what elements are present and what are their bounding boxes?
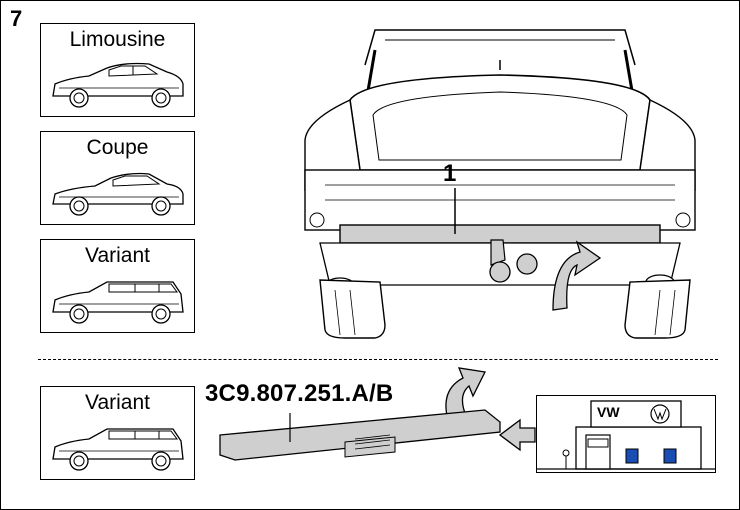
lower-variant-panel: Variant xyxy=(40,386,195,480)
estate-car-icon xyxy=(52,281,184,324)
estate-car-icon xyxy=(52,428,184,471)
variant-label: Variant xyxy=(85,391,150,414)
variant-panel-estate: Variant xyxy=(40,239,195,333)
variant-panel-limousine: Limousine xyxy=(40,23,195,117)
sedan-car-icon xyxy=(52,62,184,108)
tow-ball xyxy=(489,261,511,283)
car-rear-illustration xyxy=(304,29,696,339)
crossmember-part xyxy=(219,409,501,461)
replacement-part-illustration xyxy=(219,367,536,461)
part-number-label: 3C9.807.251.A/B xyxy=(205,380,394,407)
callout-number: 1 xyxy=(443,160,457,187)
upward-arrow-icon xyxy=(445,367,486,421)
variant-panel-coupe: Coupe xyxy=(40,131,195,225)
removal-arrow-icon xyxy=(552,240,602,311)
variant-label: Variant xyxy=(85,244,150,267)
dealer-sign: VW xyxy=(597,404,620,420)
section-divider xyxy=(38,359,718,360)
step-number: 7 xyxy=(10,6,23,31)
left-arrow-icon xyxy=(498,418,536,452)
variant-label: Limousine xyxy=(69,28,166,51)
dealer-building-illustration xyxy=(536,400,716,470)
variant-label: Coupe xyxy=(86,136,149,159)
coupe-car-icon xyxy=(52,172,184,216)
